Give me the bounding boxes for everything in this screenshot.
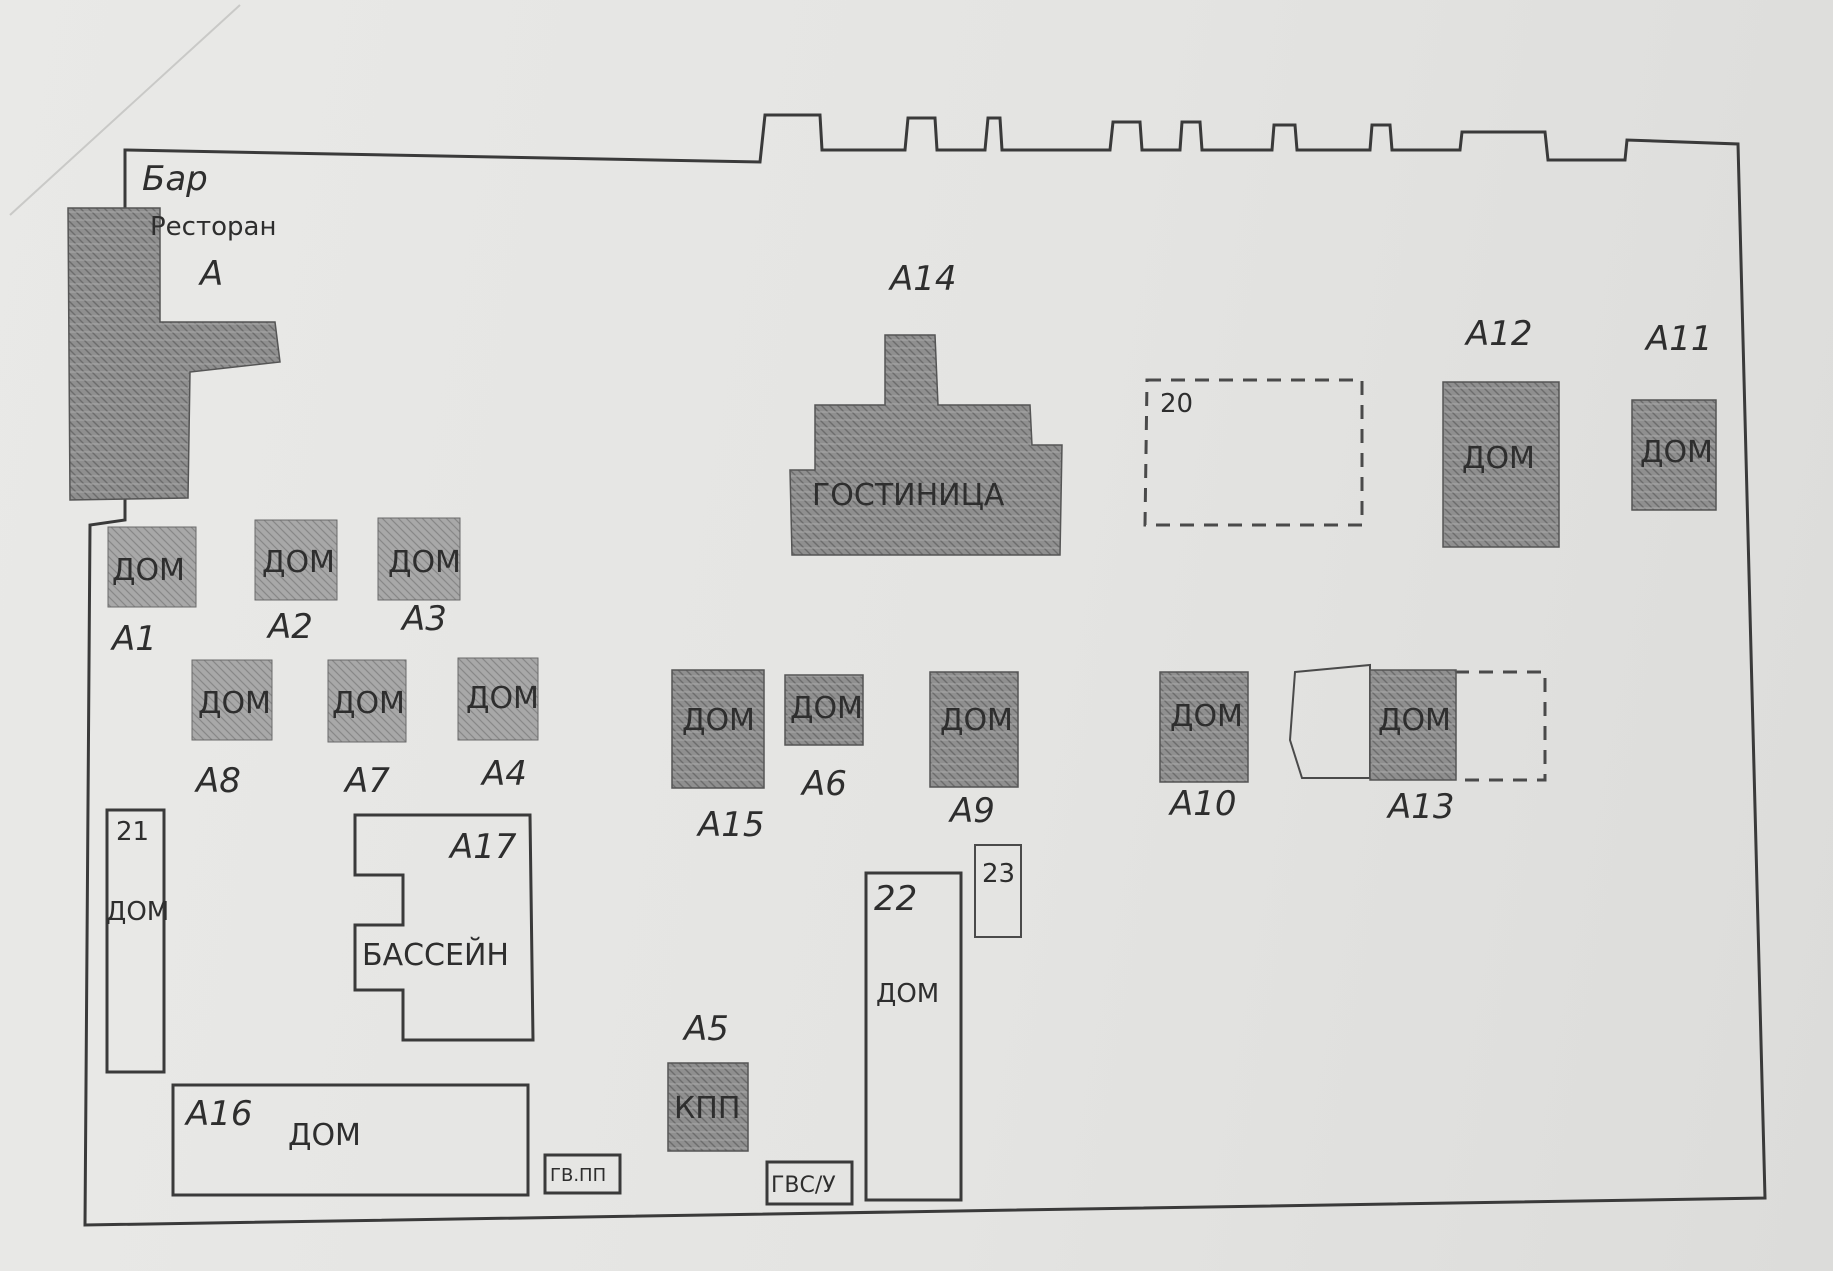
plot-a13-dashed xyxy=(1455,670,1547,782)
plot-a13-outline xyxy=(1288,663,1371,779)
house-a15-shape xyxy=(671,669,765,789)
house-a6-code: А6 xyxy=(800,764,847,804)
house-a6-text: ДОМ xyxy=(790,691,863,726)
pool-text: БАССЕЙН xyxy=(362,937,509,973)
hotel-building xyxy=(789,334,1063,556)
house-a8-shape xyxy=(191,659,273,741)
house-a13-code: А13 xyxy=(1386,787,1455,827)
plot-22-outline xyxy=(864,871,963,1202)
a16-outline xyxy=(171,1083,530,1197)
plot-21-outline xyxy=(105,808,166,1074)
house-a10-text: ДОМ xyxy=(1170,699,1243,734)
hotel-name: ГОСТИНИЦА xyxy=(812,478,1005,513)
house-a9-code: А9 xyxy=(948,791,995,831)
plot-22-text: ДОМ xyxy=(876,979,939,1009)
house-a4-text: ДОМ xyxy=(466,681,539,716)
house-a12-shape xyxy=(1442,381,1560,548)
house-a1-text: ДОМ xyxy=(112,553,185,588)
bar-label: Бар xyxy=(142,159,208,199)
house-a9-shape xyxy=(929,671,1019,788)
plot-21-text: ДОМ xyxy=(106,897,169,927)
plot-23-outline xyxy=(974,844,1022,938)
house-a13-shape xyxy=(1369,669,1457,781)
plot-20-outline xyxy=(1143,378,1364,527)
box-right-text: ГВС/У xyxy=(771,1173,836,1198)
house-a7-code: А7 xyxy=(343,761,390,801)
house-a2-code: А2 xyxy=(266,607,313,647)
house-a12-text: ДОМ xyxy=(1462,441,1535,476)
paper-fold-line xyxy=(9,4,241,216)
house-a1-shape xyxy=(107,526,197,608)
house-a11-text: ДОМ xyxy=(1640,435,1713,470)
house-a8-code: А8 xyxy=(194,761,241,801)
plot-21-code: 21 xyxy=(116,817,149,847)
house-a7-text: ДОМ xyxy=(332,686,405,721)
pool-outline xyxy=(353,813,535,1042)
house-a3-shape xyxy=(377,517,461,601)
kpp-shape xyxy=(667,1062,749,1152)
box-left-text: ГВ.ПП xyxy=(550,1165,606,1186)
house-a2-shape xyxy=(254,519,338,601)
site-boundary xyxy=(83,113,1767,1227)
house-a4-code: А4 xyxy=(480,754,527,794)
kpp-text: КПП xyxy=(674,1091,740,1126)
house-a12-code: А12 xyxy=(1464,314,1533,354)
restaurant-building xyxy=(67,207,281,501)
plot-20-code: 20 xyxy=(1160,389,1193,419)
house-a9-text: ДОМ xyxy=(940,703,1013,738)
a5-code: А5 xyxy=(682,1009,729,1049)
house-a13-text: ДОМ xyxy=(1378,703,1451,738)
house-a3-code: А3 xyxy=(400,599,447,639)
house-a11-shape xyxy=(1631,399,1717,511)
plot-22-code: 22 xyxy=(874,879,917,919)
house-a2-text: ДОМ xyxy=(262,545,335,580)
box-right-outline xyxy=(765,1160,854,1206)
a16-code: А16 xyxy=(184,1094,253,1134)
house-a11-code: А11 xyxy=(1644,319,1713,359)
hotel-code: А14 xyxy=(888,259,957,299)
house-a4-shape xyxy=(457,657,539,741)
house-a3-text: ДОМ xyxy=(388,545,461,580)
house-a10-shape xyxy=(1159,671,1249,783)
house-a15-text: ДОМ xyxy=(682,703,755,738)
box-left-outline xyxy=(543,1153,622,1195)
house-a10-code: А10 xyxy=(1168,784,1237,824)
house-a15-code: А15 xyxy=(696,805,765,845)
plot-23-code: 23 xyxy=(982,859,1015,889)
pool-code: А17 xyxy=(448,827,517,867)
restaurant-letter-label: А xyxy=(198,254,223,294)
house-a7-shape xyxy=(327,659,407,743)
restaurant-label: Ресторан xyxy=(150,212,276,242)
a16-text: ДОМ xyxy=(288,1118,361,1153)
house-a8-text: ДОМ xyxy=(198,686,271,721)
house-a1-code: А1 xyxy=(110,619,157,659)
house-a6-shape xyxy=(784,674,864,746)
